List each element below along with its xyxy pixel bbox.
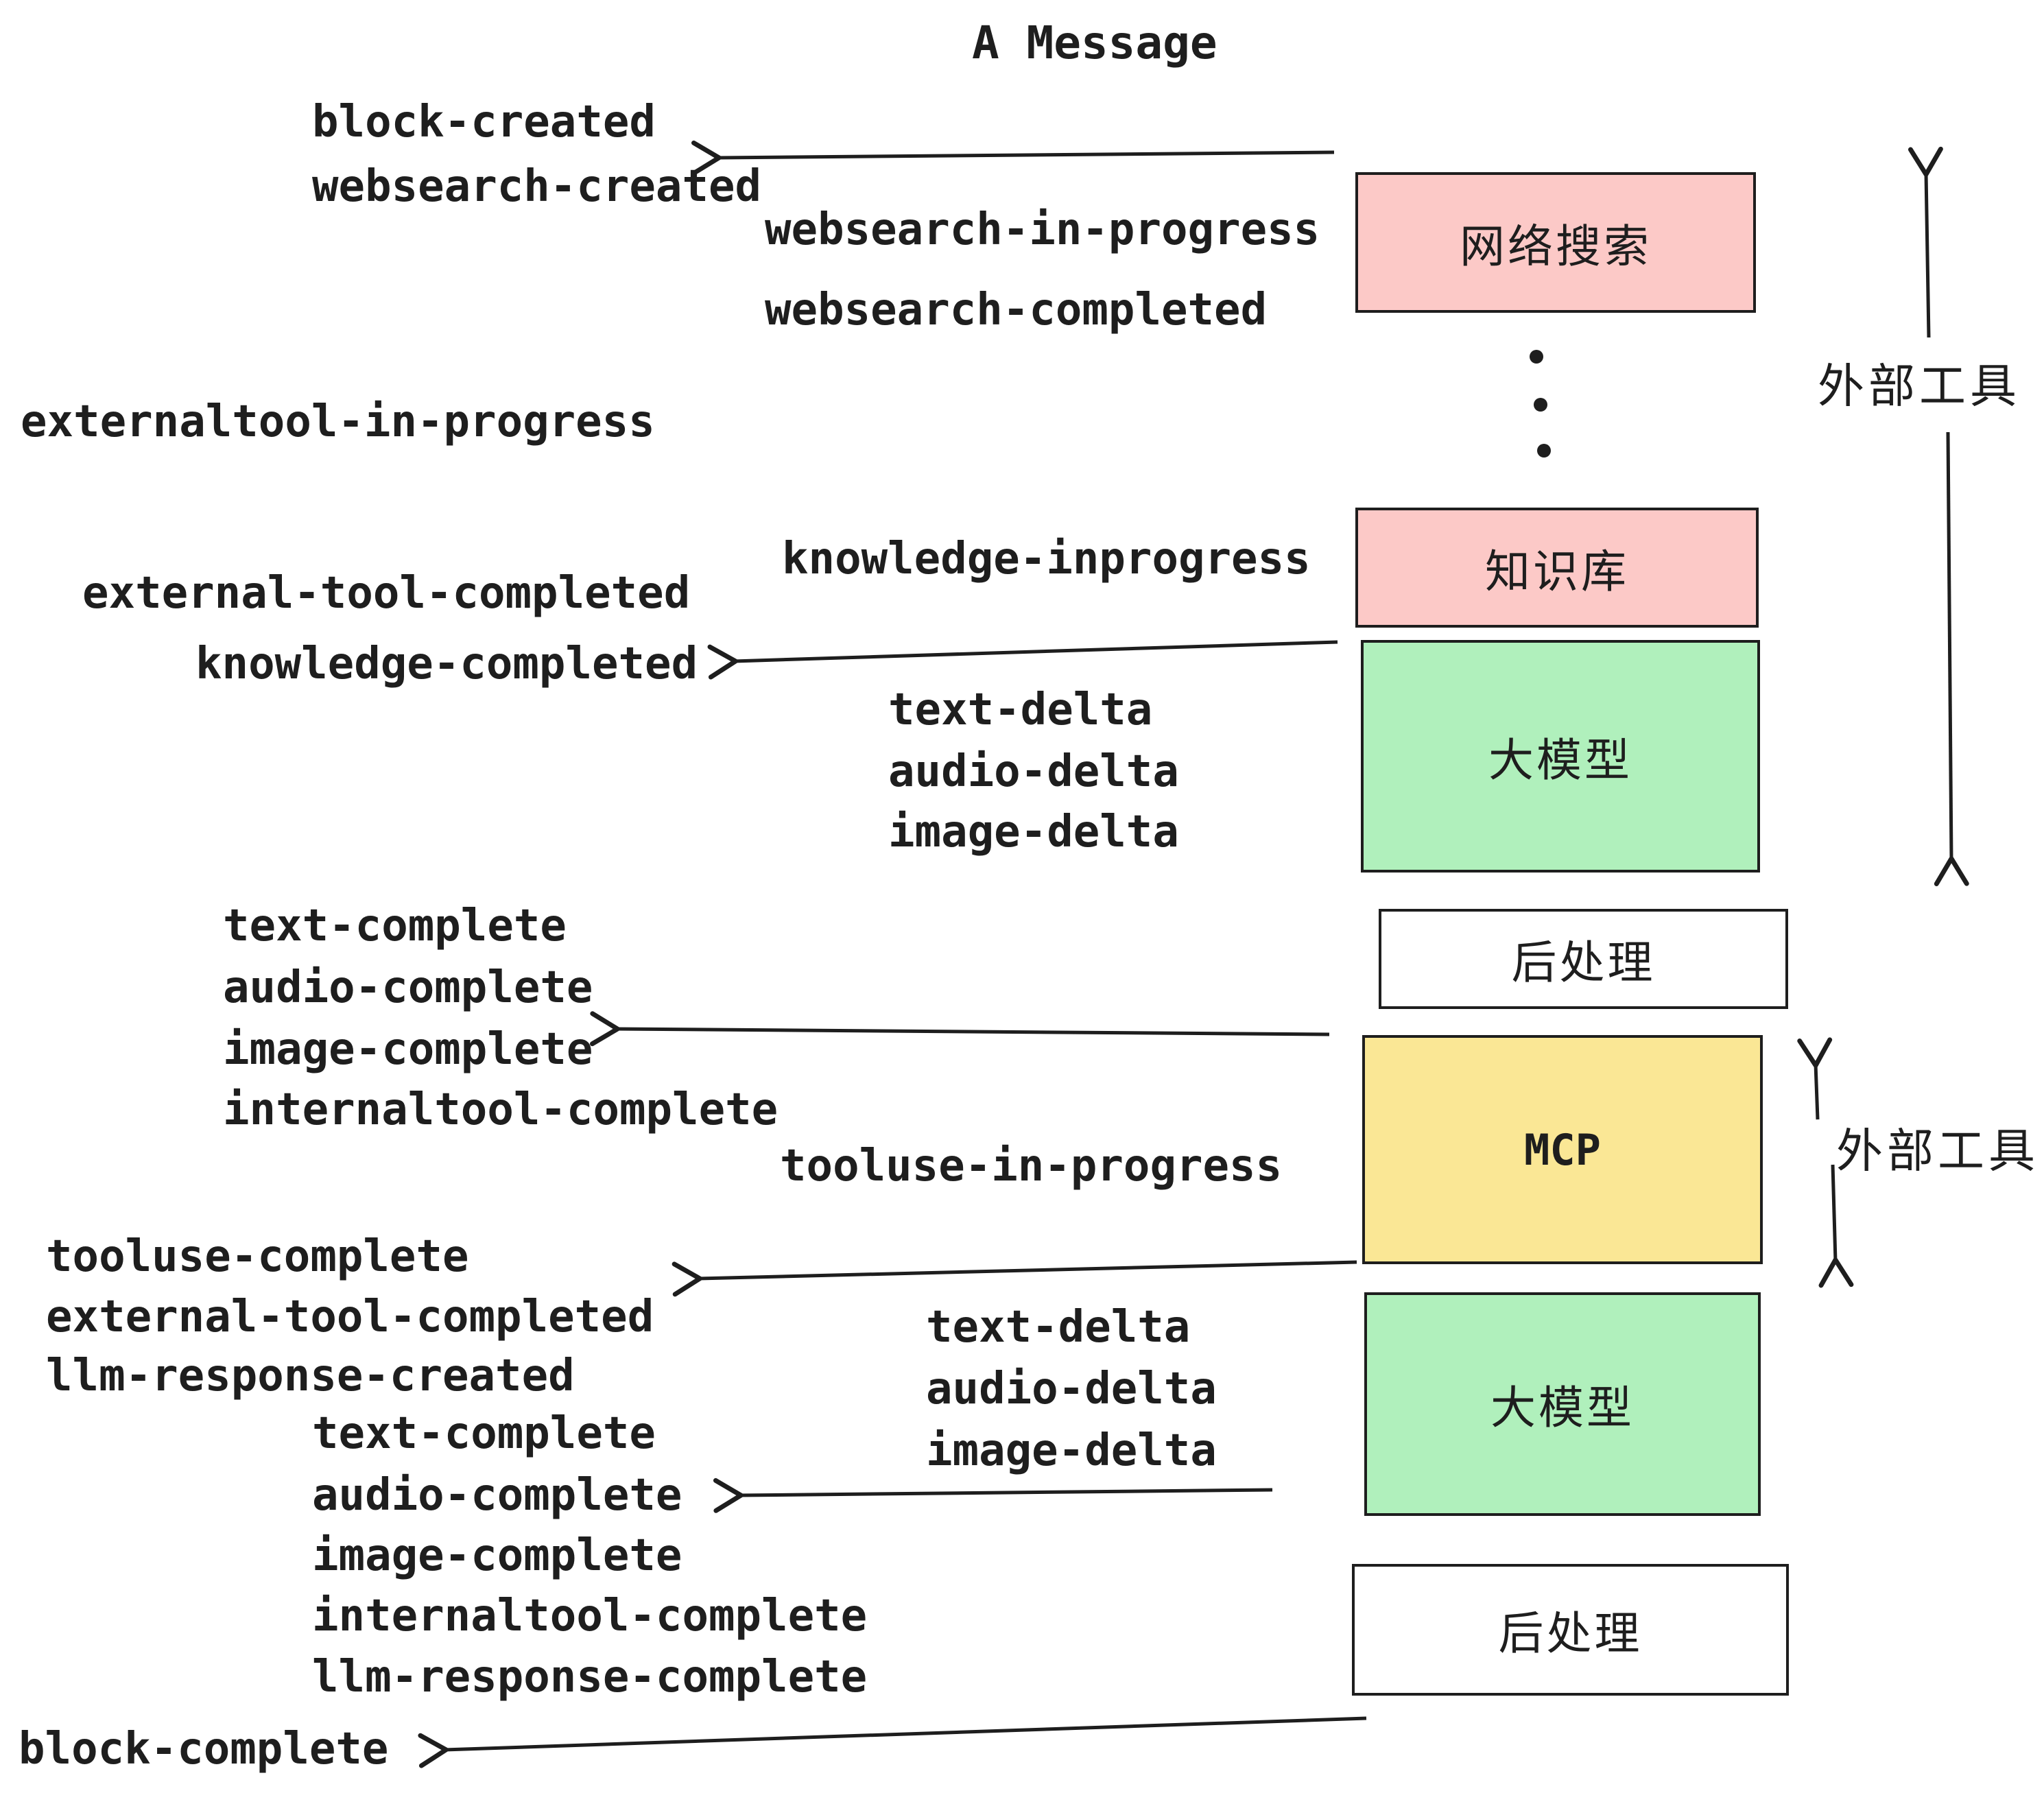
arrow-tooluse-complete [672,1260,1357,1297]
arrow-audio-complete [713,1477,1273,1513]
box-mcp-label: MCP [1524,1124,1601,1175]
event-label-image-complete-1: image-complete [223,1024,593,1075]
event-label-llm-response-created: llm-response-created [46,1351,575,1401]
event-label-block-created: block-created [312,97,656,147]
box-mcp: MCP [1362,1035,1763,1264]
ellipsis-dot [1530,350,1543,364]
event-label-text-delta-2: text-delta [926,1302,1191,1353]
box-postprocess-1: 后处理 [1379,909,1788,1009]
event-label-knowledge-completed: knowledge-completed [195,639,698,689]
event-label-audio-complete-1: audio-complete [223,962,593,1013]
event-label-image-delta-2: image-delta [926,1425,1217,1476]
event-label-websearch-completed: websearch-completed [765,285,1268,335]
event-label-audio-complete-2: audio-complete [312,1470,682,1521]
box-knowledge-label: 知识库 [1485,545,1629,597]
external-tools-down-arrow-1 [1934,431,1969,886]
event-label-audio-delta-1: audio-delta [888,746,1179,797]
arrow-block-created [691,140,1335,176]
box-llm-1: 大模型 [1361,640,1760,873]
arrow-image-complete [590,1011,1330,1047]
box-websearch: 网络搜索 [1355,172,1756,313]
external-tools-up-arrow-1 [1908,146,1943,338]
external-tools-label-2: 外部工具 [1836,1125,2040,1178]
event-label-block-complete: block-complete [19,1724,389,1775]
event-label-tooluse-complete: tooluse-complete [46,1231,469,1282]
external-tools-up-arrow-2 [1797,1037,1833,1120]
box-websearch-label: 网络搜索 [1460,220,1652,272]
event-label-image-delta-1: image-delta [888,807,1179,857]
event-label-externaltool-in-progress: externaltool-in-progress [21,396,655,447]
box-postprocess-2-label: 后处理 [1498,1608,1643,1659]
ellipsis-dot [1537,444,1551,458]
event-label-image-complete-2: image-complete [312,1530,682,1581]
event-label-text-complete-2: text-complete [312,1408,656,1459]
diagram-title: A Message [972,16,1217,69]
box-llm-2: 大模型 [1364,1292,1761,1516]
event-label-llm-response-complete: llm-response-complete [312,1652,868,1702]
box-llm-2-label: 大模型 [1490,1382,1635,1433]
box-knowledge: 知识库 [1355,508,1759,628]
event-label-text-delta-1: text-delta [888,685,1153,735]
event-label-knowledge-inprogress: knowledge-inprogress [782,534,1311,584]
event-label-audio-delta-2: audio-delta [926,1364,1217,1414]
external-tools-down-arrow-2 [1818,1164,1854,1288]
box-postprocess-1-label: 后处理 [1511,937,1656,988]
external-tools-label-1: 外部工具 [1818,360,2021,413]
box-llm-1-label: 大模型 [1488,734,1632,785]
event-label-websearch-in-progress: websearch-in-progress [765,204,1320,255]
event-label-internaltool-complete-1: internaltool-complete [223,1084,779,1135]
event-label-tooluse-in-progress: tooluse-in-progress [780,1141,1283,1191]
ellipsis-dot [1534,398,1547,412]
event-label-websearch-created: websearch-created [312,161,762,212]
event-label-external-tool-completed-2: external-tool-completed [46,1292,654,1342]
event-label-text-complete-1: text-complete [223,901,567,951]
box-postprocess-2: 后处理 [1352,1564,1789,1696]
event-label-internaltool-complete-2: internaltool-complete [312,1591,868,1641]
event-label-external-tool-completed-1: external-tool-completed [82,568,691,619]
arrow-block-complete [418,1716,1367,1768]
arrow-knowledge-completed [707,640,1338,680]
